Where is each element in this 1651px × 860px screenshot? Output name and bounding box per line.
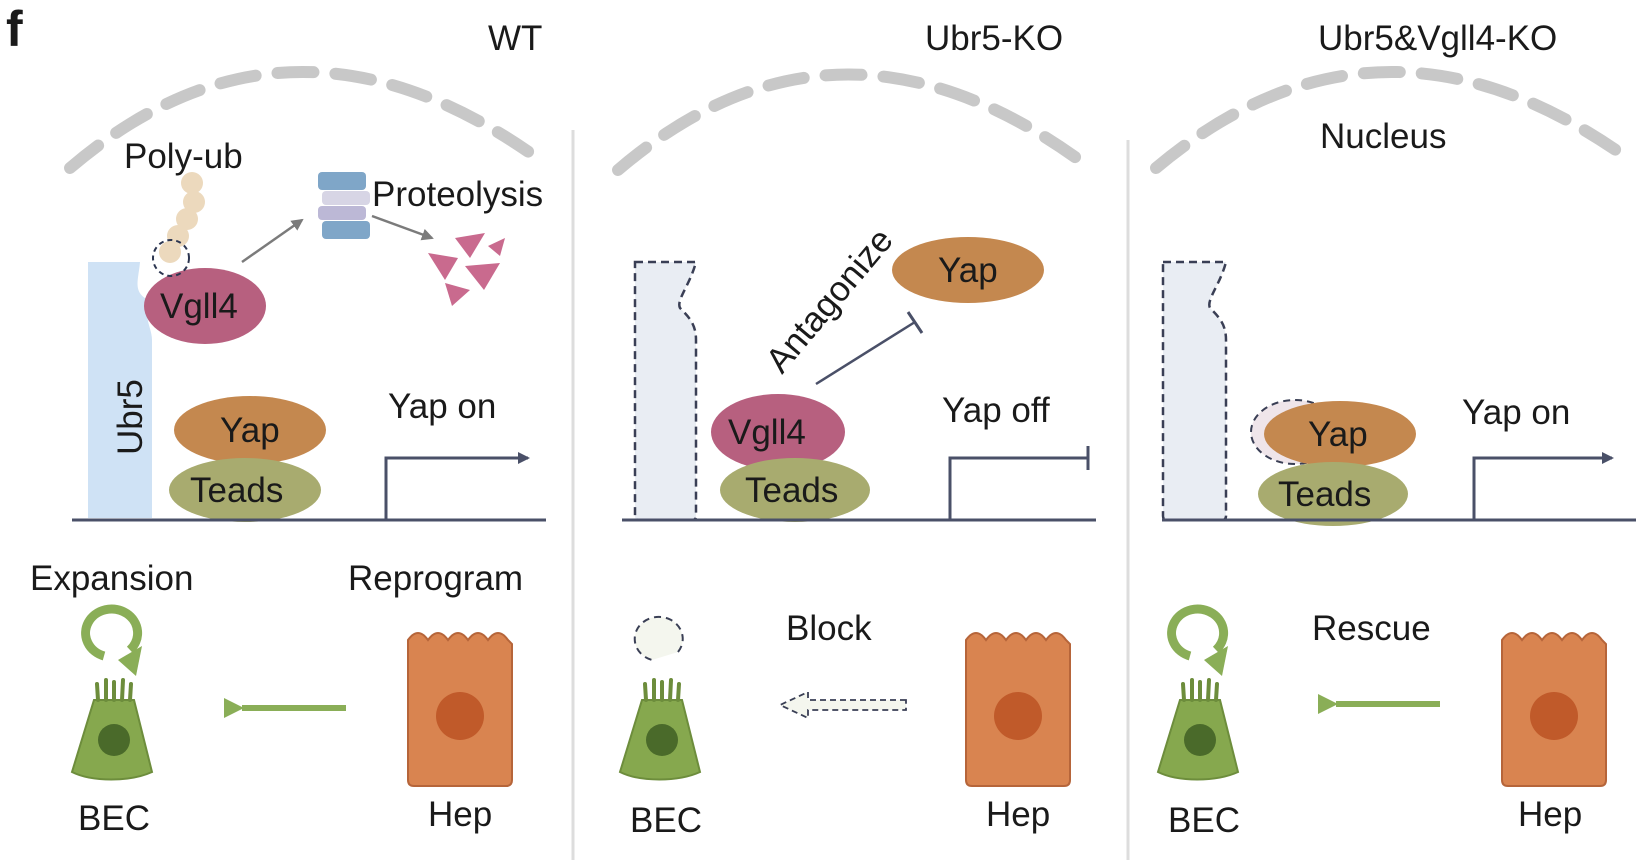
hep-label-ubr5-ko: Hep xyxy=(986,795,1050,834)
hep-label-double-ko: Hep xyxy=(1518,795,1582,834)
arrow-to-proteasome xyxy=(241,218,304,264)
teads-protein-ubr5-ko xyxy=(720,458,870,522)
blocked-arrow xyxy=(777,690,907,720)
expansion-cycle-arrow-double-ko xyxy=(1167,604,1229,661)
teads-protein-wt xyxy=(169,458,321,522)
transcription-arrow-on-wt xyxy=(384,452,530,520)
yap-label-wt: Yap xyxy=(220,411,280,450)
expansion-cycle-dashed xyxy=(633,615,684,661)
bec-cell-ubr5-ko xyxy=(618,678,702,781)
proteolysis-label: Proteolysis xyxy=(372,175,543,214)
teads-label-double-ko: Teads xyxy=(1278,475,1371,514)
proteasome-icon xyxy=(318,172,370,239)
bec-label-wt: BEC xyxy=(78,799,150,838)
vgll4-label-ubr5-ko: Vgll4 xyxy=(728,413,806,452)
vgll4-protein-ubr5-ko xyxy=(711,394,845,470)
nucleus-envelope-ubr5-ko xyxy=(612,68,1096,176)
transcription-arrow-on-double-ko xyxy=(1472,452,1614,520)
yap-status-double-ko: Yap on xyxy=(1462,393,1570,432)
reprogram-label: Reprogram xyxy=(348,559,523,598)
vgll4-protein-wt xyxy=(144,268,266,344)
teads-protein-double-ko xyxy=(1258,462,1408,526)
yap-protein-ubr5-ko xyxy=(892,237,1044,303)
yap-status-wt: Yap on xyxy=(388,387,496,426)
block-label: Block xyxy=(786,609,872,648)
ubiquitin-5 xyxy=(159,241,181,263)
panel-ubr5-ko: Ubr5-KO Antagonize Yap Vgll4 Teads Yap o… xyxy=(612,19,1096,840)
bec-cell-wt xyxy=(70,678,154,781)
ubiquitin-1 xyxy=(181,172,203,194)
panel-double-ko: Ubr5&Vgll4-KO Nucleus Yap Teads Yap on R… xyxy=(1150,19,1636,840)
panel-title-double-ko: Ubr5&Vgll4-KO xyxy=(1318,19,1557,58)
hep-cell-double-ko xyxy=(1501,632,1607,787)
yap-label-ubr5-ko: Yap xyxy=(938,251,998,290)
inhibition-line xyxy=(815,320,916,386)
ubr5-protein xyxy=(88,262,160,518)
rescue-label: Rescue xyxy=(1312,609,1431,648)
bec-label-double-ko: BEC xyxy=(1168,801,1240,840)
expansion-label: Expansion xyxy=(30,559,193,598)
ubiquitin-site-circle xyxy=(152,239,190,277)
hep-label-wt: Hep xyxy=(428,795,492,834)
peptide-fragments-icon xyxy=(428,233,505,306)
yap-status-ubr5-ko: Yap off xyxy=(942,391,1050,430)
ubr5-deleted-outline xyxy=(633,260,698,522)
antagonize-label: Antagonize xyxy=(758,221,900,380)
teads-label-ubr5-ko: Teads xyxy=(745,471,838,510)
panel-wt: WT Ubr5 Poly-ub Vgll4 Proteolysis xyxy=(30,19,546,838)
panel-title-ubr5-ko: Ubr5-KO xyxy=(925,19,1063,58)
ubiquitin-2 xyxy=(183,191,205,213)
ubiquitin-3 xyxy=(176,208,198,230)
bec-label-ubr5-ko: BEC xyxy=(630,801,702,840)
yap-protein-double-ko xyxy=(1264,401,1416,467)
hep-cell-ubr5-ko xyxy=(965,632,1071,787)
nucleus-envelope-double-ko xyxy=(1150,66,1636,174)
panel-title-wt: WT xyxy=(488,19,542,58)
arrow-to-fragments xyxy=(371,214,434,241)
nucleus-envelope-wt xyxy=(64,66,546,174)
yap-protein-wt xyxy=(174,396,326,464)
ubr5-deleted-outline-double-ko xyxy=(1161,260,1228,522)
nucleus-label: Nucleus xyxy=(1320,117,1446,156)
expansion-cycle-arrowhead xyxy=(118,646,142,676)
polyub-label: Poly-ub xyxy=(124,137,243,176)
panel-letter: f xyxy=(6,1,23,57)
inhibition-bar xyxy=(906,311,924,334)
transcription-blocked-ubr5-ko xyxy=(948,456,1088,520)
yap-label-double-ko: Yap xyxy=(1308,415,1368,454)
ubr5-label: Ubr5 xyxy=(111,379,150,455)
hep-cell-wt xyxy=(407,632,513,787)
expansion-cycle-arrowhead-double-ko xyxy=(1204,646,1228,676)
bec-cell-double-ko xyxy=(1156,678,1240,781)
vgll4-label-wt: Vgll4 xyxy=(160,287,238,326)
expansion-cycle-arrow xyxy=(81,604,143,661)
teads-label-wt: Teads xyxy=(190,471,283,510)
